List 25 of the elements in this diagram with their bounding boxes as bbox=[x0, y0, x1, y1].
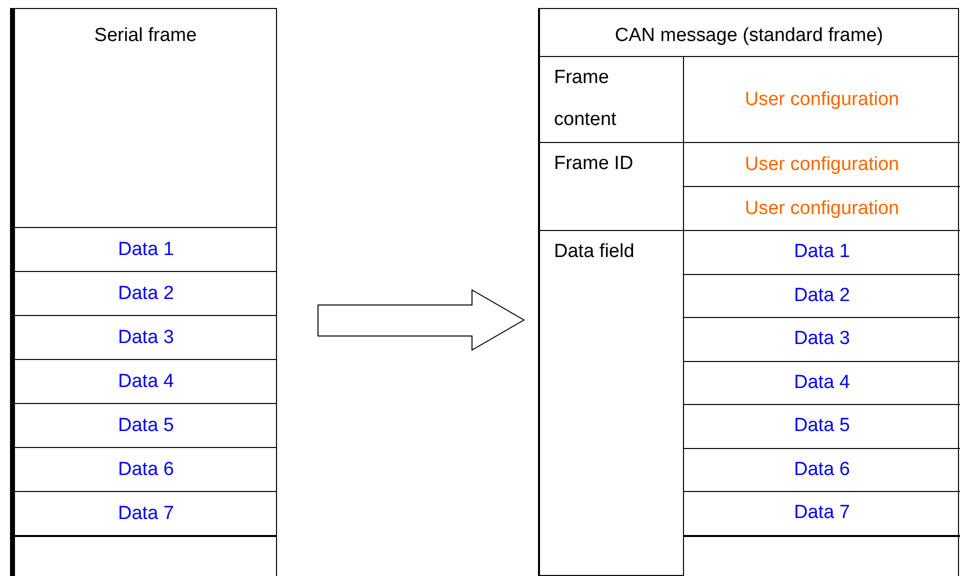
field-row: Data 5 bbox=[15, 404, 277, 448]
field-row: Frame ID bbox=[540, 143, 684, 231]
field-row: Data 1 bbox=[684, 231, 960, 274]
field-row: Data 7 bbox=[15, 492, 277, 536]
field-row: Data 4 bbox=[684, 362, 960, 405]
field-row: Data 5 bbox=[684, 405, 960, 448]
field-row: User configuration bbox=[684, 143, 960, 187]
field-row: User configuration bbox=[684, 187, 960, 231]
field-row: Data 6 bbox=[15, 448, 277, 492]
field-row: Data 7 bbox=[684, 492, 960, 536]
field-row: Data 6 bbox=[684, 448, 960, 492]
field-row: Data 2 bbox=[15, 272, 277, 316]
field-row: Frame content bbox=[540, 57, 684, 143]
table-frame bbox=[10, 8, 277, 576]
field-row: Data 1 bbox=[15, 228, 277, 272]
field-row: User configuration bbox=[684, 57, 960, 143]
field-row: Data 4 bbox=[15, 360, 277, 404]
table-header: CAN message (standard frame) bbox=[540, 9, 958, 57]
field-row: Data 3 bbox=[15, 316, 277, 360]
field-row: Data field bbox=[540, 231, 684, 576]
field-row: Data 2 bbox=[684, 274, 960, 318]
field-row: Data 3 bbox=[684, 318, 960, 362]
block-arrow bbox=[318, 289, 525, 351]
table-frame bbox=[538, 8, 959, 576]
table-header: Serial frame bbox=[15, 9, 276, 228]
